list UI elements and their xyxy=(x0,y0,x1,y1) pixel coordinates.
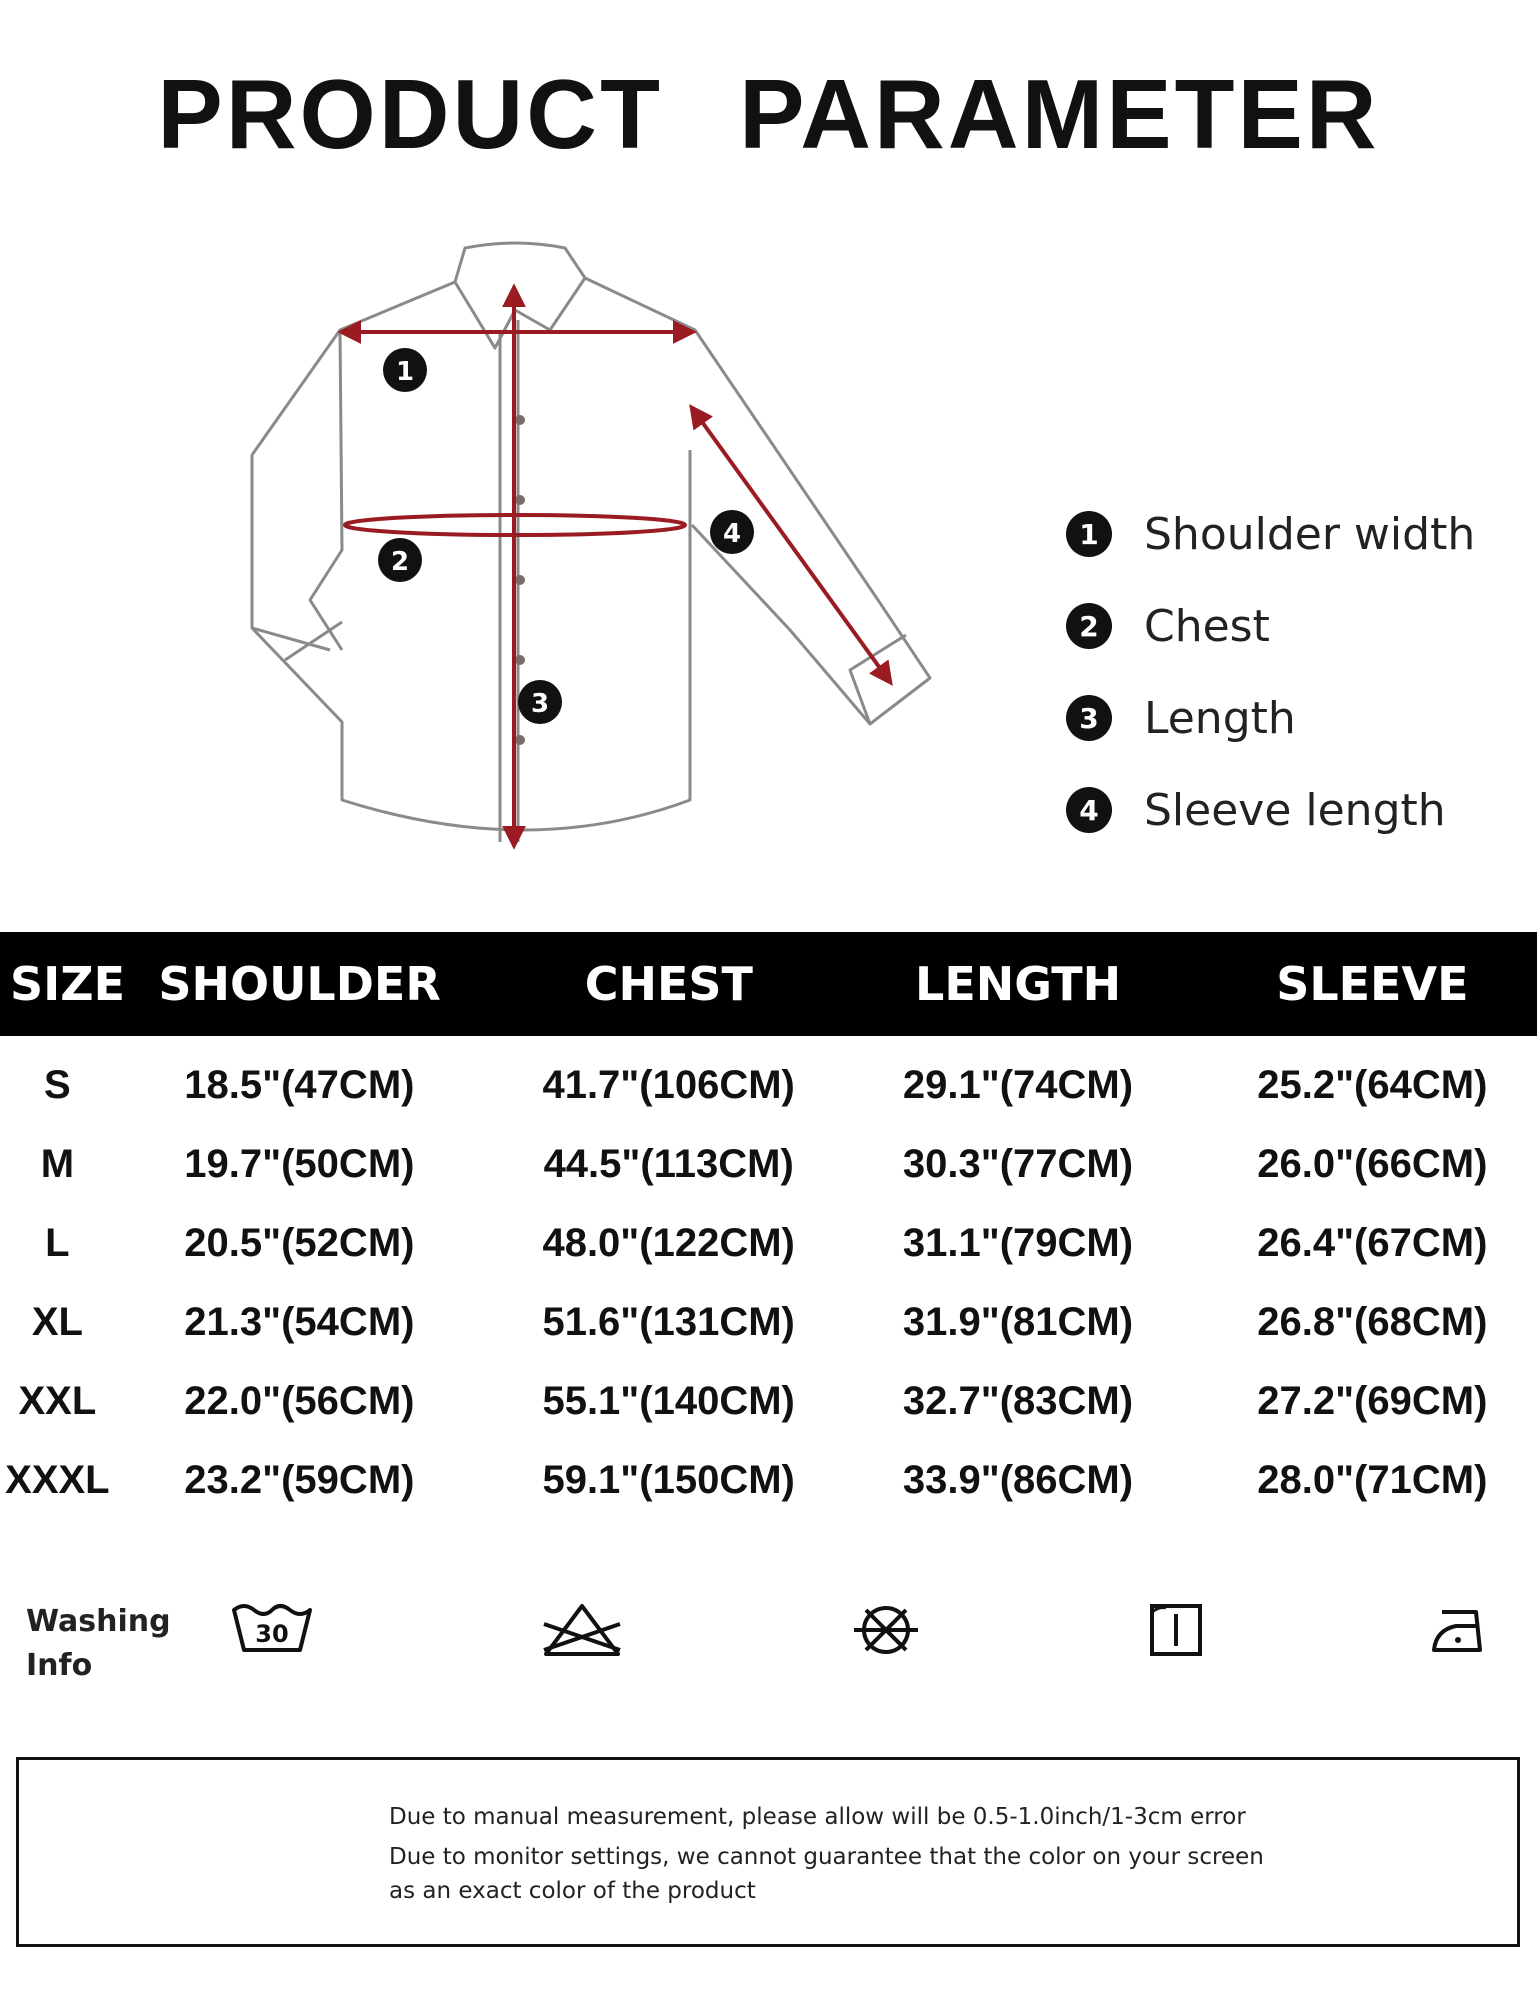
title-word-product: PRODUCT xyxy=(157,59,663,169)
cell-length: 30.3"(77CM) xyxy=(902,1142,1134,1186)
cell-sleeve: 26.8"(68CM) xyxy=(1257,1300,1488,1344)
header-length: LENGTH xyxy=(915,957,1122,1011)
header-sleeve: SLEEVE xyxy=(1276,957,1469,1011)
cell-length: 32.7"(83CM) xyxy=(902,1379,1134,1423)
legend-item-chest: 2 Chest xyxy=(1066,580,1526,672)
size-table-header: SIZE SHOULDER CHEST LENGTH SLEEVE xyxy=(0,932,1537,1036)
no-tumble-dry-icon xyxy=(854,1606,918,1654)
cell-length: 31.1"(79CM) xyxy=(902,1221,1134,1265)
legend-number: 2 xyxy=(1066,603,1112,649)
shirt-diagram: 1 2 3 4 xyxy=(250,241,932,850)
cell-length: 29.1"(74CM) xyxy=(902,1063,1134,1107)
cell-size: XXL xyxy=(18,1379,97,1423)
legend-item-sleeve: 4 Sleeve length xyxy=(1066,764,1526,856)
cell-chest: 51.6"(131CM) xyxy=(542,1300,795,1344)
cell-chest: 44.5"(113CM) xyxy=(543,1142,794,1186)
table-row: L 20.5"(52CM) 48.0"(122CM) 31.1"(79CM) 2… xyxy=(0,1204,1537,1283)
header-shoulder: SHOULDER xyxy=(158,957,441,1011)
cell-sleeve: 26.4"(67CM) xyxy=(1257,1221,1488,1265)
cell-shoulder: 19.7"(50CM) xyxy=(184,1142,415,1186)
cell-size: S xyxy=(44,1063,71,1107)
cell-sleeve: 28.0"(71CM) xyxy=(1257,1458,1488,1502)
marker-4: 4 xyxy=(723,519,741,549)
cell-size: L xyxy=(45,1221,70,1265)
cell-chest: 55.1"(140CM) xyxy=(542,1379,795,1423)
table-row: XXL 22.0"(56CM) 55.1"(140CM) 32.7"(83CM)… xyxy=(0,1362,1537,1441)
title-word-parameter: PARAMETER xyxy=(739,59,1380,169)
legend-label: Sleeve length xyxy=(1144,784,1446,836)
wash-30-icon: 30 xyxy=(232,1604,312,1652)
washing-label-line2: Info xyxy=(26,1648,93,1683)
left-sleeve-outline xyxy=(308,329,344,651)
iron-low-icon xyxy=(1432,1610,1482,1652)
cell-size: XL xyxy=(31,1300,83,1344)
table-row: M 19.7"(50CM) 44.5"(113CM) 30.3"(77CM) 2… xyxy=(0,1125,1537,1204)
legend-number: 3 xyxy=(1066,695,1112,741)
cell-chest: 59.1"(150CM) xyxy=(542,1458,795,1502)
shirt-body-outline xyxy=(250,280,692,832)
legend-item-shoulder: 1 Shoulder width xyxy=(1066,488,1526,580)
cell-shoulder: 20.5"(52CM) xyxy=(184,1221,415,1265)
cell-chest: 48.0"(122CM) xyxy=(542,1221,795,1265)
marker-3: 3 xyxy=(531,689,549,719)
no-bleach-icon xyxy=(543,1604,621,1656)
size-table: SIZE SHOULDER CHEST LENGTH SLEEVE S 18.5… xyxy=(0,932,1537,1520)
cell-length: 31.9"(81CM) xyxy=(902,1300,1134,1344)
cell-shoulder: 18.5"(47CM) xyxy=(184,1063,415,1107)
cell-shoulder: 23.2"(59CM) xyxy=(184,1458,415,1502)
disclaimer-color-2: as an exact color of the product xyxy=(389,1878,756,1904)
washing-info: Washing Info 30 xyxy=(0,1600,1537,1710)
header-chest: CHEST xyxy=(584,957,753,1011)
page-title: PRODUCT PARAMETER xyxy=(0,58,1537,171)
table-row: XXXL 23.2"(59CM) 59.1"(150CM) 33.9"(86CM… xyxy=(0,1441,1537,1520)
header-size: SIZE xyxy=(10,957,126,1011)
cell-shoulder: 22.0"(56CM) xyxy=(184,1379,415,1423)
wash-temperature: 30 xyxy=(255,1620,288,1648)
sleeve-measure-line xyxy=(689,404,893,686)
cell-size: M xyxy=(40,1142,75,1186)
washing-label-line1: Washing xyxy=(26,1604,171,1639)
legend-number: 1 xyxy=(1066,511,1112,557)
disclaimer-measurement: Due to manual measurement, please allow … xyxy=(389,1804,1246,1830)
legend-label: Chest xyxy=(1144,600,1270,652)
drip-dry-icon xyxy=(1150,1604,1202,1656)
table-row: S 18.5"(47CM) 41.7"(106CM) 29.1"(74CM) 2… xyxy=(0,1046,1537,1125)
cell-sleeve: 27.2"(69CM) xyxy=(1257,1379,1488,1423)
marker-1: 1 xyxy=(396,357,414,387)
legend-number: 4 xyxy=(1066,787,1112,833)
cell-shoulder: 21.3"(54CM) xyxy=(184,1300,415,1344)
cell-chest: 41.7"(106CM) xyxy=(542,1063,795,1107)
washing-label: Washing Info xyxy=(26,1600,186,1688)
legend-item-length: 3 Length xyxy=(1066,672,1526,764)
marker-2: 2 xyxy=(391,547,409,577)
measurement-legend: 1 Shoulder width 2 Chest 3 Length 4 Slee… xyxy=(1066,488,1526,856)
cell-sleeve: 25.2"(64CM) xyxy=(1257,1063,1488,1107)
cell-sleeve: 26.0"(66CM) xyxy=(1257,1142,1488,1186)
cell-length: 33.9"(86CM) xyxy=(902,1458,1134,1502)
disclaimer-box: Due to manual measurement, please allow … xyxy=(16,1757,1520,1947)
cell-size: XXXL xyxy=(5,1458,110,1502)
table-row: XL 21.3"(54CM) 51.6"(131CM) 31.9"(81CM) … xyxy=(0,1283,1537,1362)
disclaimer-color-1: Due to monitor settings, we cannot guara… xyxy=(389,1844,1264,1870)
legend-label: Length xyxy=(1144,692,1296,744)
legend-label: Shoulder width xyxy=(1144,508,1476,560)
